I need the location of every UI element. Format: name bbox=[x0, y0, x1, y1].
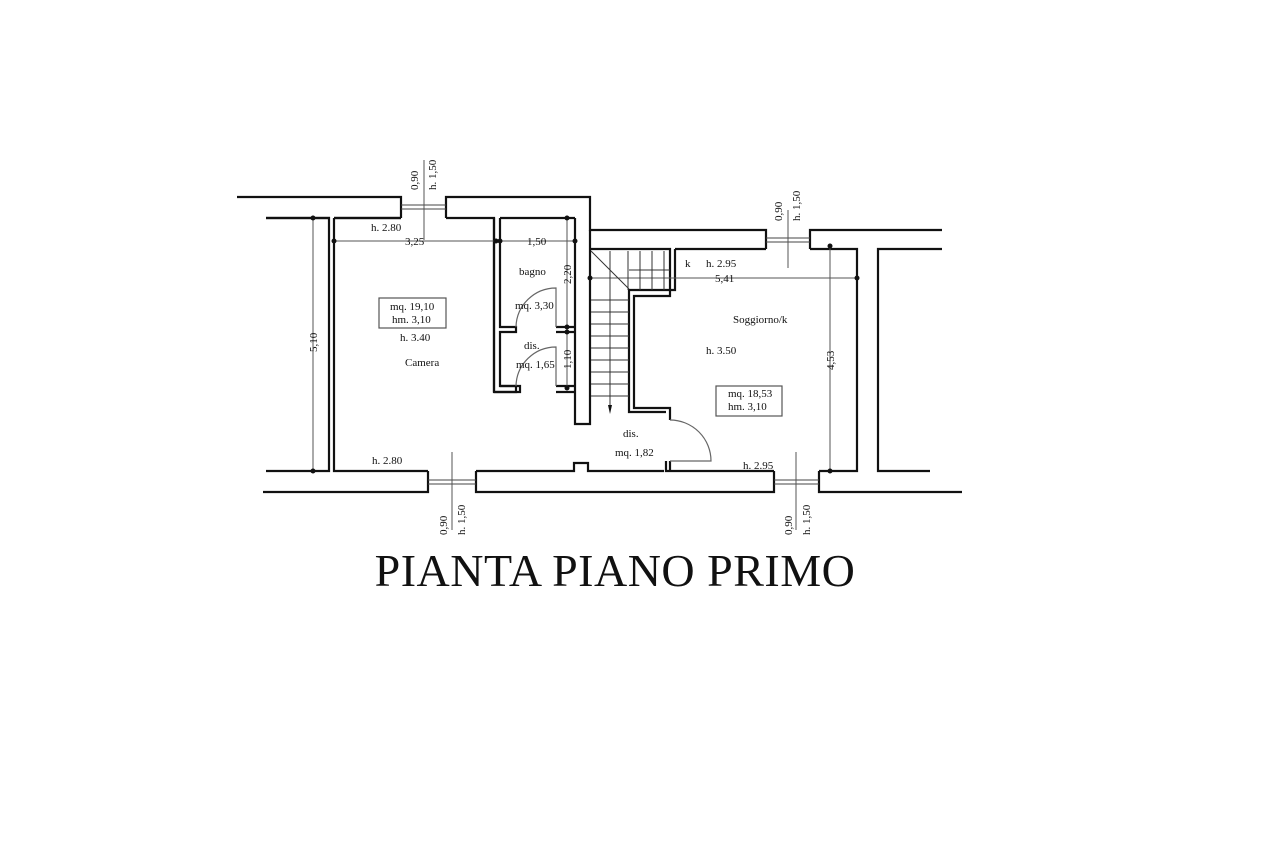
dis-small-area: mq. 1,65 bbox=[516, 359, 555, 371]
camera-width-dim: 3,25 bbox=[405, 236, 425, 248]
soggiorno-area-box bbox=[715, 385, 783, 417]
soggiorno-name: Soggiorno/k bbox=[733, 314, 788, 326]
soggiorno-walls bbox=[590, 247, 942, 473]
soggiorno-area: mq. 18,53 bbox=[728, 388, 773, 400]
window-top-camera bbox=[401, 160, 446, 240]
soggiorno-height: h. 3.50 bbox=[706, 345, 737, 357]
camera-walls bbox=[266, 216, 664, 473]
window-1-height: h. 1,50 bbox=[427, 159, 439, 190]
window-3-height: h. 1,50 bbox=[456, 504, 468, 535]
dis-stair-area: mq. 1,82 bbox=[615, 447, 654, 459]
camera-bottom-height: h. 2.80 bbox=[372, 455, 403, 467]
camera-area-box bbox=[378, 297, 447, 329]
bagno-walls bbox=[492, 216, 592, 426]
soggiorno-width-dim: 5,41 bbox=[715, 273, 734, 285]
soggiorno-top-height: h. 2.95 bbox=[706, 258, 737, 270]
camera-hm: hm. 3,10 bbox=[392, 314, 431, 326]
camera-depth-dim: 5,10 bbox=[308, 332, 320, 352]
dis-small-name: dis. bbox=[524, 340, 540, 352]
dis-stair-name: dis. bbox=[623, 428, 639, 440]
bagno-area: mq. 3,30 bbox=[515, 300, 554, 312]
bagno-width-dim: 1,50 bbox=[527, 236, 547, 248]
doors bbox=[515, 287, 712, 462]
plan-title: PIANTA PIANO PRIMO bbox=[374, 545, 856, 596]
camera-top-height: h. 2.80 bbox=[371, 222, 402, 234]
bagno-name: bagno bbox=[519, 266, 546, 278]
window-bottom-camera bbox=[428, 452, 476, 530]
stair-arrow-icon bbox=[608, 405, 612, 414]
labels: h. 2.80 3,25 mq. 19,10 hm. 3,10 h. 3.40 … bbox=[308, 159, 837, 535]
window-2-width: 0,90 bbox=[773, 201, 785, 221]
camera-area: mq. 19,10 bbox=[390, 301, 435, 313]
soggiorno-bottom-height: h. 2.95 bbox=[743, 460, 774, 472]
staircase bbox=[590, 250, 670, 414]
window-top-soggiorno bbox=[766, 210, 810, 268]
window-4-height: h. 1,50 bbox=[801, 504, 813, 535]
window-2-height: h. 1,50 bbox=[791, 190, 803, 221]
soggiorno-depth-dim: 4,53 bbox=[825, 350, 837, 370]
camera-name: Camera bbox=[405, 357, 439, 369]
dimension-lines bbox=[310, 215, 860, 474]
soggiorno-hm: hm. 3,10 bbox=[728, 401, 767, 413]
dis-small-depth-dim: 1,10 bbox=[562, 349, 574, 369]
soggiorno-k: k bbox=[685, 258, 691, 270]
window-4-width: 0,90 bbox=[783, 515, 795, 535]
camera-height: h. 3.40 bbox=[400, 332, 431, 344]
window-1-width: 0,90 bbox=[409, 170, 421, 190]
bagno-depth-dim: 2,20 bbox=[562, 264, 574, 284]
window-3-width: 0,90 bbox=[438, 515, 450, 535]
window-bottom-soggiorno bbox=[774, 452, 819, 530]
